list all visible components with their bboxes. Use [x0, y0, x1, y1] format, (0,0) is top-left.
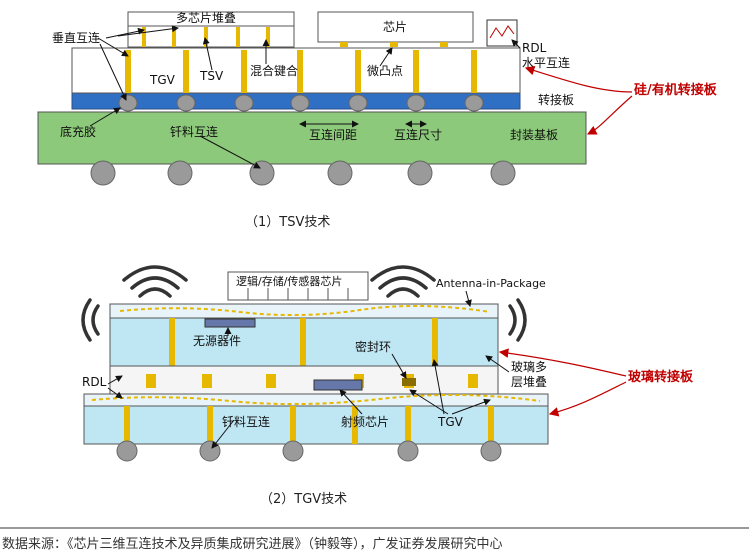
- label-top-chips: 逻辑/存储/传感器芯片: [236, 274, 342, 288]
- interposer-bumps: [118, 94, 484, 112]
- tgv-solder-balls: [116, 440, 502, 462]
- tgv-diagram: 逻辑/存储/传感器芯片 Antenna-in-Package 无源器件 密封环 …: [81, 265, 694, 507]
- bottom-solder-balls: [90, 160, 516, 186]
- label-multi-chip-stack: 多芯片堆叠: [176, 11, 236, 25]
- rf-chip: [313, 379, 363, 391]
- source-text: 数据来源：《芯片三维互连技术及异质集成研究进展》（钟毅等），广发证券发展研究中心: [2, 536, 503, 552]
- tsv-pointer-lines: [89, 25, 521, 169]
- label-seal-ring: 密封环: [355, 339, 391, 354]
- label-interconnect-pitch: 互连间距: [309, 127, 357, 142]
- label-package-substrate: 封装基板: [510, 128, 558, 142]
- side-label-glass: 玻璃转接板: [628, 369, 694, 385]
- single-chip: [317, 11, 474, 43]
- rdl-detail-box: [486, 19, 518, 47]
- label-glass-stack-1: 玻璃多: [511, 360, 547, 374]
- label-tgv: TGV: [149, 73, 176, 87]
- label-vertical-interconnect: 垂直互连: [52, 30, 100, 45]
- tsv-diagram: 多芯片堆叠 芯片 垂直互连 TGV TSV 混合键合 微凸点 RDL 水平互连 …: [37, 11, 718, 230]
- tgv-red-arrows: [498, 348, 627, 417]
- seal-ring: [402, 378, 416, 386]
- bottom-glass-layer: [83, 405, 549, 445]
- tgv-pointer-lines: [107, 290, 510, 449]
- antenna-signal-icon-left: [81, 265, 188, 342]
- bottom-glass-vias: [124, 406, 494, 444]
- top-glass-vias: [169, 318, 438, 366]
- antenna-signal-icon-right: [370, 265, 527, 342]
- label-hybrid-bonding: 混合键合: [250, 63, 298, 78]
- stack-vias: [142, 27, 270, 47]
- side-label-si-organic: 硅/有机转接板: [634, 82, 718, 98]
- caption-tgv: （2）TGV技术: [260, 492, 347, 507]
- label-aip: Antenna-in-Package: [436, 277, 546, 290]
- label-tgv-solder: 钎料互连: [222, 414, 270, 429]
- label-tgv-rdl: RDL: [82, 375, 107, 389]
- label-rf-chip: 射频芯片: [341, 414, 389, 429]
- top-chip-dividers: [247, 288, 349, 300]
- top-chips: [227, 271, 369, 301]
- label-tsv: TSV: [199, 69, 224, 83]
- label-micro-bump: 微凸点: [367, 64, 403, 78]
- tsv-red-arrows: [524, 65, 633, 135]
- label-rdl: RDL: [522, 41, 547, 55]
- label-passive-device: 无源器件: [193, 334, 241, 348]
- label-interposer: 转接板: [538, 92, 574, 107]
- label-glass-stack-2: 层堆叠: [511, 375, 547, 389]
- label-chip: 芯片: [383, 20, 407, 34]
- interposer-vias: [125, 50, 477, 93]
- label-horizontal-interconnect: 水平互连: [522, 55, 570, 70]
- chip-micro-bumps: [340, 42, 448, 47]
- caption-tsv: （1）TSV技术: [245, 215, 330, 230]
- label-interconnect-size: 互连尺寸: [394, 127, 442, 142]
- label-tgv: TGV: [437, 415, 464, 429]
- label-underfill: 底充胶: [60, 124, 96, 139]
- interposer-body: [71, 47, 521, 94]
- label-solder-interconnect: 钎料互连: [170, 124, 218, 139]
- passive-device: [204, 318, 256, 328]
- middle-rdl-layer: [109, 365, 499, 395]
